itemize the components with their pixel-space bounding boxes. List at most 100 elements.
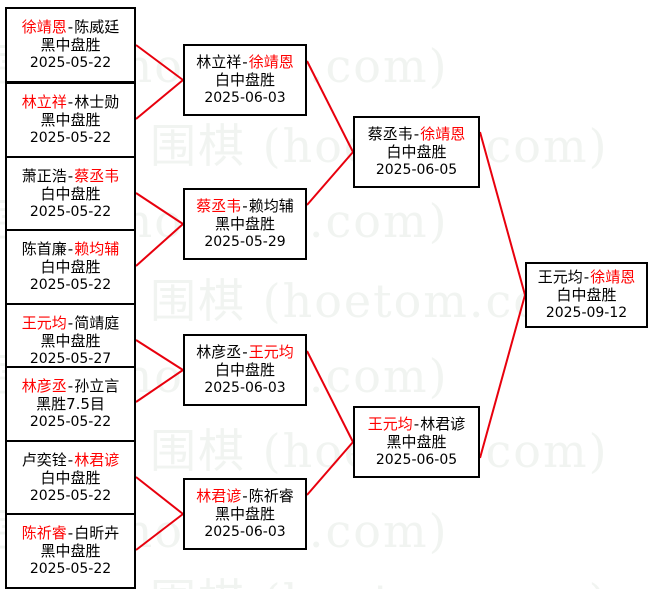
match-players: 卢奕铨-林君谚 [22, 451, 119, 469]
match-players: 陈首廉-赖均辅 [22, 240, 119, 258]
match-result: 白中盘胜 [214, 71, 275, 90]
player-separator: - [242, 343, 248, 362]
player-right: 林士勋 [74, 93, 120, 112]
player-left: 林立祥 [196, 53, 242, 72]
player-left: 林彦丞 [196, 343, 242, 362]
player-separator: - [242, 197, 248, 216]
player-left: 蔡丞韦 [367, 125, 413, 144]
match-date: 2025-06-03 [204, 89, 286, 106]
match-date: 2025-05-27 [29, 350, 112, 367]
player-left: 王元均 [367, 415, 413, 434]
match-result: 黑中盘胜 [214, 505, 275, 524]
match-date: 2025-05-22 [29, 203, 112, 220]
player-right: 陈祈睿 [248, 487, 294, 506]
match-date: 2025-05-29 [204, 233, 286, 250]
match-date: 2025-09-12 [545, 304, 628, 321]
match-result: 黑中盘胜 [40, 542, 101, 561]
match-result: 白中盘胜 [40, 258, 101, 277]
player-left: 王元均 [537, 268, 583, 287]
match-result: 白中盘胜 [386, 143, 447, 162]
match-date: 2025-06-03 [204, 523, 286, 540]
match-result: 黑中盘胜 [40, 36, 101, 55]
player-left: 陈首廉 [21, 240, 67, 259]
player-separator: - [242, 53, 248, 72]
player-left: 陈祈睿 [21, 524, 67, 543]
match-players: 林彦丞-孙立言 [22, 377, 119, 395]
match-result: 白中盘胜 [556, 286, 617, 305]
match-date: 2025-05-22 [29, 413, 112, 430]
player-right: 赖均辅 [74, 240, 120, 259]
player-right: 徐靖恩 [590, 268, 636, 287]
match-players: 林彦丞-王元均 [196, 343, 293, 361]
player-right: 林君谚 [74, 451, 120, 470]
match-result: 黑胜7.5目 [36, 395, 105, 414]
player-right: 徐靖恩 [420, 125, 466, 144]
match-date: 2025-06-03 [204, 379, 286, 396]
match-date: 2025-05-22 [29, 487, 112, 504]
match-date: 2025-05-22 [29, 560, 112, 577]
player-separator: - [67, 93, 74, 112]
match-date: 2025-06-05 [375, 451, 458, 468]
match-date: 2025-05-22 [29, 129, 112, 146]
player-right: 赖均辅 [248, 197, 294, 216]
match-result: 白中盘胜 [40, 469, 101, 488]
player-separator: - [583, 268, 590, 287]
match-date: 2025-06-05 [375, 161, 458, 178]
player-left: 卢奕铨 [21, 451, 67, 470]
player-right: 蔡丞韦 [74, 167, 120, 186]
player-separator: - [67, 167, 74, 186]
player-left: 林彦丞 [21, 377, 67, 396]
match-date: 2025-05-22 [29, 276, 112, 293]
match-result: 黑中盘胜 [40, 332, 101, 351]
player-separator: - [67, 524, 74, 543]
player-left: 萧正浩 [21, 167, 67, 186]
match-players: 萧正浩-蔡丞韦 [22, 167, 119, 185]
player-right: 王元均 [248, 343, 294, 362]
player-left: 徐靖恩 [21, 18, 67, 37]
player-right: 林君谚 [420, 415, 466, 434]
player-separator: - [67, 377, 74, 396]
player-right: 陈威廷 [74, 18, 120, 37]
player-separator: - [242, 487, 248, 506]
player-right: 白昕卉 [74, 524, 120, 543]
match-players: 蔡丞韦-徐靖恩 [368, 125, 465, 143]
player-left: 王元均 [21, 314, 67, 333]
match-date: 2025-05-22 [29, 54, 112, 71]
match-players: 林立祥-林士勋 [22, 93, 119, 111]
player-left: 林立祥 [21, 93, 67, 112]
match-players: 林君谚-陈祈睿 [196, 487, 293, 505]
match-players: 王元均-简靖庭 [22, 314, 119, 332]
player-separator: - [413, 415, 420, 434]
player-left: 林君谚 [196, 487, 242, 506]
match-players: 陈祈睿-白昕卉 [22, 524, 119, 542]
match-players: 王元均-林君谚 [368, 415, 465, 433]
match-players: 蔡丞韦-赖均辅 [196, 197, 293, 215]
match-players: 林立祥-徐靖恩 [196, 53, 293, 71]
player-separator: - [67, 314, 74, 333]
match-result: 白中盘胜 [214, 361, 275, 380]
player-right: 孙立言 [74, 377, 120, 396]
match-players: 徐靖恩-陈威廷 [22, 18, 119, 36]
match-result: 白中盘胜 [40, 185, 101, 204]
player-right: 徐靖恩 [248, 53, 294, 72]
match-result: 黑中盘胜 [40, 111, 101, 130]
match-result: 黑中盘胜 [386, 433, 447, 452]
match-players: 王元均-徐靖恩 [538, 268, 635, 286]
player-separator: - [67, 451, 74, 470]
player-separator: - [67, 18, 74, 37]
